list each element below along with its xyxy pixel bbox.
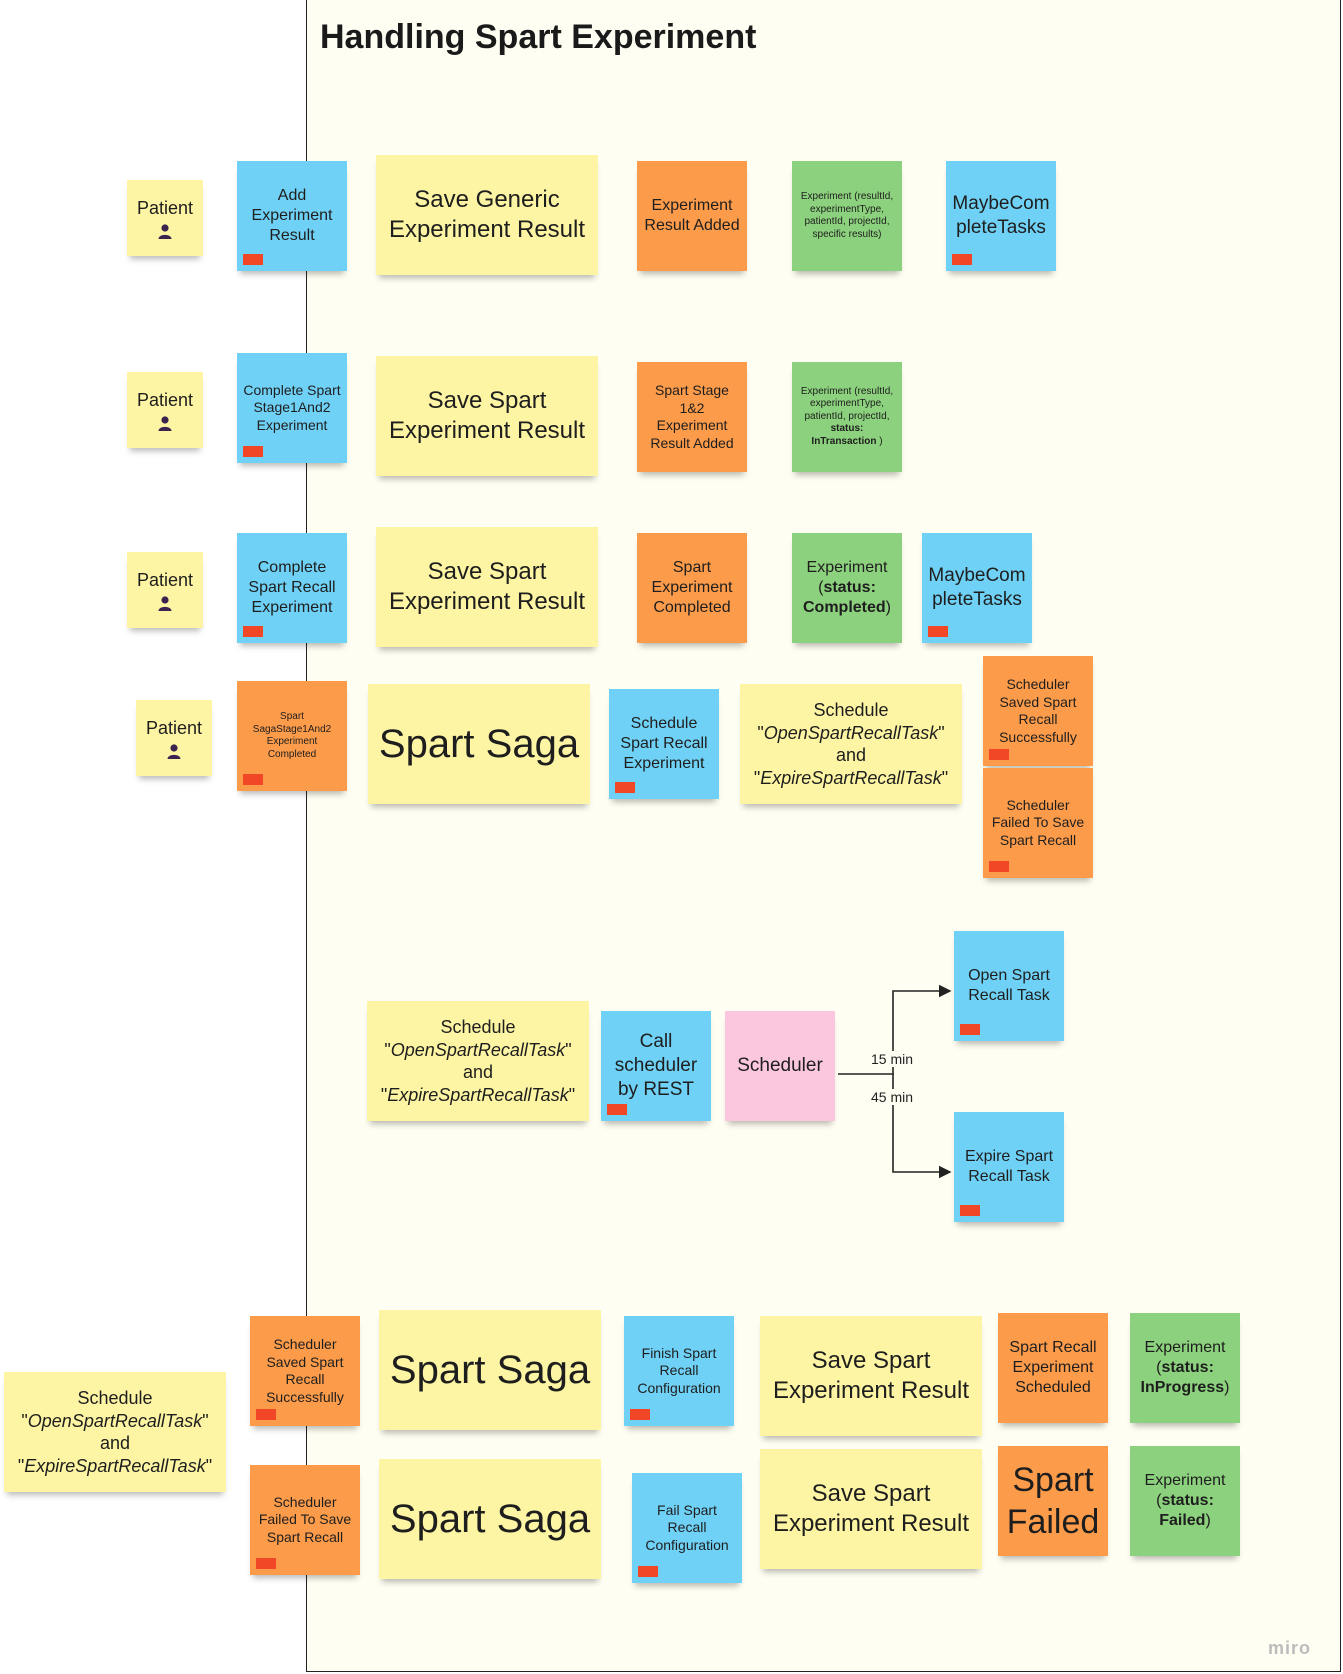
actor-patient[interactable]: Patient [127,552,203,628]
policy-maybe-complete-tasks[interactable]: MaybeCompleteTasks [922,533,1032,643]
hotspot-marker [960,1205,980,1216]
event-scheduler-failed-to-save-spart-recall[interactable]: Scheduler Failed To Save Spart Recall [983,768,1093,878]
read-model-experiment[interactable]: Experiment (status: InProgress) [1130,1313,1240,1423]
connector-scheduler-to-open-task [838,984,952,1075]
note-schedule-tasks[interactable]: Schedule "OpenSpartRecallTask" and "Expi… [740,684,962,804]
read-model-experiment[interactable]: Experiment (status: Failed) [1130,1446,1240,1556]
command-schedule-spart-recall-experiment[interactable]: Schedule Spart Recall Experiment [609,689,719,799]
actor-label: Patient [136,197,194,218]
actor-patient[interactable]: Patient [127,180,203,256]
hotspot-marker [630,1409,650,1420]
actor-patient[interactable]: Patient [136,700,212,776]
person-icon [158,596,172,612]
person-icon [158,224,172,240]
read-model-experiment[interactable]: Experiment (resultId, experimentType, pa… [792,161,902,271]
aggregate-save-spart-experiment-result[interactable]: Save Spart Experiment Result [760,1316,982,1436]
saga-spart[interactable]: Spart Saga [379,1310,601,1430]
actor-label: Patient [145,717,203,738]
command-add-experiment-result[interactable]: Add Experiment Result [237,161,347,271]
delay-label-expire: 45 min [870,1089,915,1105]
event-experiment-result-added[interactable]: Experiment Result Added [637,161,747,271]
event-spart-recall-experiment-scheduled[interactable]: Spart Recall Experiment Scheduled [998,1313,1108,1423]
aggregate-save-spart-experiment-result[interactable]: Save Spart Experiment Result [376,356,598,476]
event-spart-experiment-completed[interactable]: Spart Experiment Completed [637,533,747,643]
command-complete-spart-stage1and2-experiment[interactable]: Complete Spart Stage1And2 Experiment [237,353,347,463]
command-finish-spart-recall-configuration[interactable]: Finish Spart Recall Configuration [624,1316,734,1426]
hotspot-marker [243,774,263,785]
event-scheduler-saved-spart-recall-successfully[interactable]: Scheduler Saved Spart Recall Successfull… [250,1316,360,1426]
task-open-spart-recall[interactable]: Open Spart Recall Task [954,931,1064,1041]
hotspot-marker [243,254,263,265]
event-scheduler-failed-to-save-spart-recall[interactable]: Scheduler Failed To Save Spart Recall [250,1465,360,1575]
actor-label: Patient [136,569,194,590]
command-call-scheduler-by-rest[interactable]: Call scheduler by REST [601,1011,711,1121]
person-icon [158,416,172,432]
task-expire-spart-recall[interactable]: Expire Spart Recall Task [954,1112,1064,1222]
hotspot-marker [243,446,263,457]
hotspot-marker [615,782,635,793]
hotspot-marker [243,626,263,637]
aggregate-save-spart-experiment-result[interactable]: Save Spart Experiment Result [376,527,598,647]
command-complete-spart-recall-experiment[interactable]: Complete Spart Recall Experiment [237,533,347,643]
board-title: Handling Spart Experiment [320,18,757,56]
read-model-experiment[interactable]: Experiment (resultId, experimentType, pa… [792,362,902,472]
miro-logo: miro [1268,1638,1312,1658]
external-system-scheduler[interactable]: Scheduler [725,1011,835,1121]
actor-label: Patient [136,389,194,410]
hotspot-marker [928,626,948,637]
hotspot-marker [607,1104,627,1115]
actor-patient[interactable]: Patient [127,372,203,448]
note-schedule-tasks[interactable]: Schedule "OpenSpartRecallTask" and "Expi… [367,1001,589,1121]
event-spart-sagastage1and2-experiment-completed[interactable]: Spart SagaStage1And2 Experiment Complete… [237,681,347,791]
aggregate-save-spart-experiment-result[interactable]: Save Spart Experiment Result [760,1449,982,1569]
hotspot-marker [960,1024,980,1035]
read-model-experiment[interactable]: Experiment (status: Completed) [792,533,902,643]
note-schedule-tasks[interactable]: Schedule "OpenSpartRecallTask" and "Expi… [4,1372,226,1492]
event-spart-stage-1-2-experiment-result-added[interactable]: Spart Stage 1&2 Experiment Result Added [637,362,747,472]
hotspot-marker [989,749,1009,760]
saga-spart[interactable]: Spart Saga [368,684,590,804]
person-icon [167,744,181,760]
hotspot-marker [638,1566,658,1577]
command-fail-spart-recall-configuration[interactable]: Fail Spart Recall Configuration [632,1473,742,1583]
delay-label-open: 15 min [870,1051,915,1067]
event-scheduler-saved-spart-recall-successfully[interactable]: Scheduler Saved Spart Recall Successfull… [983,656,1093,766]
hotspot-marker [952,254,972,265]
policy-maybe-complete-tasks[interactable]: MaybeCompleteTasks [946,161,1056,271]
aggregate-save-generic-experiment-result[interactable]: Save Generic Experiment Result [376,155,598,275]
event-spart-failed[interactable]: Spart Failed [998,1446,1108,1556]
hotspot-marker [256,1409,276,1420]
hotspot-marker [256,1558,276,1569]
hotspot-marker [989,861,1009,872]
saga-spart[interactable]: Spart Saga [379,1459,601,1579]
connector-scheduler-to-expire-task [892,1074,952,1179]
